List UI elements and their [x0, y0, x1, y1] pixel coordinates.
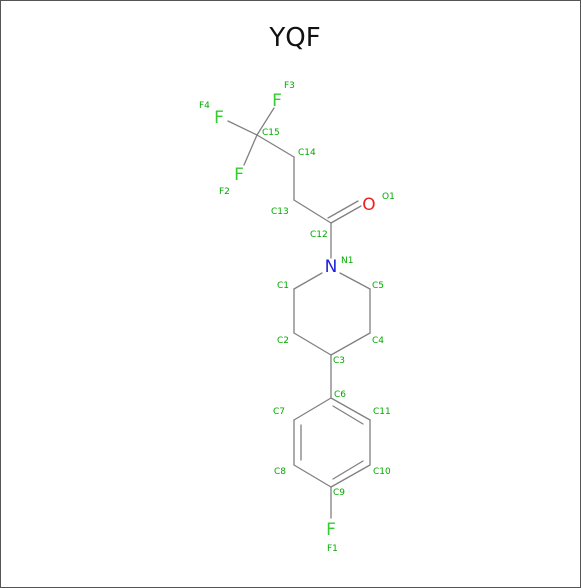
oxygen-symbol: O	[362, 195, 375, 215]
atom-label-c9: C9	[333, 488, 345, 498]
atom-label-o1: O1	[382, 192, 395, 202]
atom-label-c6: C6	[334, 390, 346, 400]
molecule-title: YQF	[268, 23, 320, 53]
bond-c6-c11-inner	[332, 405, 364, 425]
atom-label-n1: N1	[341, 256, 353, 266]
atom-label-f1: F1	[327, 544, 338, 554]
bond-c6-c11	[330, 397, 371, 421]
bond-n1-c1	[293, 272, 323, 290]
atom-label-c10: C10	[373, 467, 391, 477]
fluorine-symbol-f4: F	[214, 108, 224, 128]
atom-label-c12: C12	[310, 230, 328, 240]
atom-label-f3: F3	[284, 81, 295, 91]
fluorine-symbol-f2: F	[234, 165, 244, 185]
bond-c4-c3	[330, 332, 371, 356]
atom-label-c1: C1	[277, 281, 289, 291]
bond-c2-c3	[293, 332, 332, 356]
bond-c15-c14	[256, 134, 295, 158]
bonds	[227, 107, 371, 519]
atom-label-c5: C5	[372, 281, 384, 291]
atom-label-f2: F2	[219, 187, 230, 197]
nitrogen-symbol: N	[325, 257, 338, 277]
atom-labels: N1 O1 F3 F4 F2 F1 C15 C14 C13 C12 C1 C5 …	[199, 81, 395, 554]
atom-label-c13: C13	[271, 207, 289, 217]
bond-c12-o1-second	[327, 200, 359, 219]
atom-label-c11: C11	[373, 407, 391, 417]
bond-c8-c9	[293, 464, 332, 488]
heteroatom-symbols: N O F F F F	[214, 91, 376, 540]
bond-c13-c12	[293, 199, 332, 224]
atom-label-c15: C15	[262, 128, 280, 138]
bond-c15-f3	[256, 107, 275, 136]
fluorine-symbol-f3: F	[272, 91, 282, 111]
bond-c15-f4	[227, 120, 258, 136]
atom-label-c2: C2	[277, 336, 289, 346]
atom-label-c3: C3	[333, 356, 345, 366]
bond-c12-o1	[330, 205, 362, 224]
atom-label-c8: C8	[274, 467, 286, 477]
bond-c10-c9	[330, 464, 371, 488]
atom-label-f4: F4	[199, 101, 210, 111]
atom-label-c4: C4	[372, 336, 384, 346]
fluorine-symbol-f1: F	[326, 520, 336, 540]
bond-c6-c7	[293, 397, 332, 421]
bond-c9-c10-inner	[332, 460, 364, 480]
atom-label-c14: C14	[298, 148, 316, 158]
bond-n1-c5	[339, 272, 371, 290]
bond-c15-f2	[243, 134, 258, 166]
atom-label-c7: C7	[273, 407, 285, 417]
